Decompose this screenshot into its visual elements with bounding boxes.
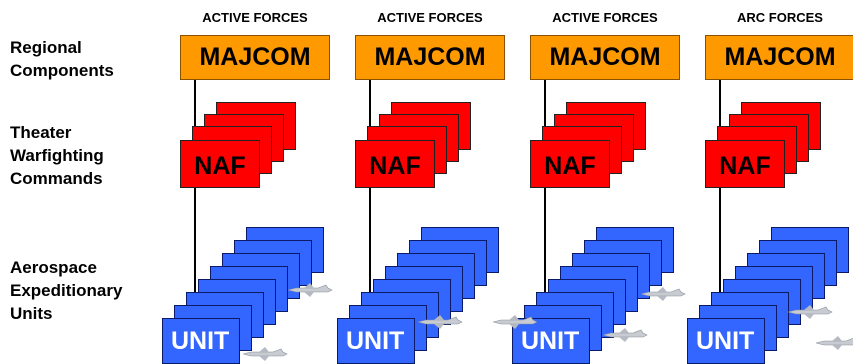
aircraft-icon bbox=[492, 315, 538, 329]
majcom-box: MAJCOM bbox=[530, 35, 680, 80]
aircraft-icon bbox=[602, 328, 648, 342]
unit-box: UNIT bbox=[687, 318, 765, 364]
unit-box: UNIT bbox=[337, 318, 415, 364]
unit-box: UNIT bbox=[162, 318, 240, 364]
connector-line bbox=[544, 80, 546, 320]
column-header: ARC FORCES bbox=[737, 10, 823, 25]
unit-box: UNIT bbox=[512, 318, 590, 364]
majcom-box: MAJCOM bbox=[355, 35, 505, 80]
column-header: ACTIVE FORCES bbox=[377, 10, 483, 25]
naf-box: NAF bbox=[355, 140, 435, 188]
row-label-aerospace-expeditionary-units: Aerospace Expeditionary Units bbox=[10, 258, 123, 323]
aircraft-icon bbox=[640, 287, 686, 301]
column-header: ACTIVE FORCES bbox=[552, 10, 658, 25]
aircraft-icon bbox=[417, 315, 463, 329]
column-header: ACTIVE FORCES bbox=[202, 10, 308, 25]
row-label-regional-components: Regional Components bbox=[10, 38, 114, 80]
naf-box: NAF bbox=[705, 140, 785, 188]
majcom-box: MAJCOM bbox=[180, 35, 330, 80]
row-label-theater-warfighting-commands: Theater Warfighting Commands bbox=[10, 123, 104, 188]
aircraft-icon bbox=[787, 305, 833, 319]
naf-box: NAF bbox=[180, 140, 260, 188]
majcom-box: MAJCOM bbox=[705, 35, 853, 80]
connector-line bbox=[369, 80, 371, 320]
connector-line bbox=[194, 80, 196, 320]
aircraft-icon bbox=[242, 347, 288, 361]
naf-box: NAF bbox=[530, 140, 610, 188]
aircraft-icon bbox=[815, 336, 853, 350]
connector-line bbox=[719, 80, 721, 320]
aircraft-icon bbox=[287, 283, 333, 297]
